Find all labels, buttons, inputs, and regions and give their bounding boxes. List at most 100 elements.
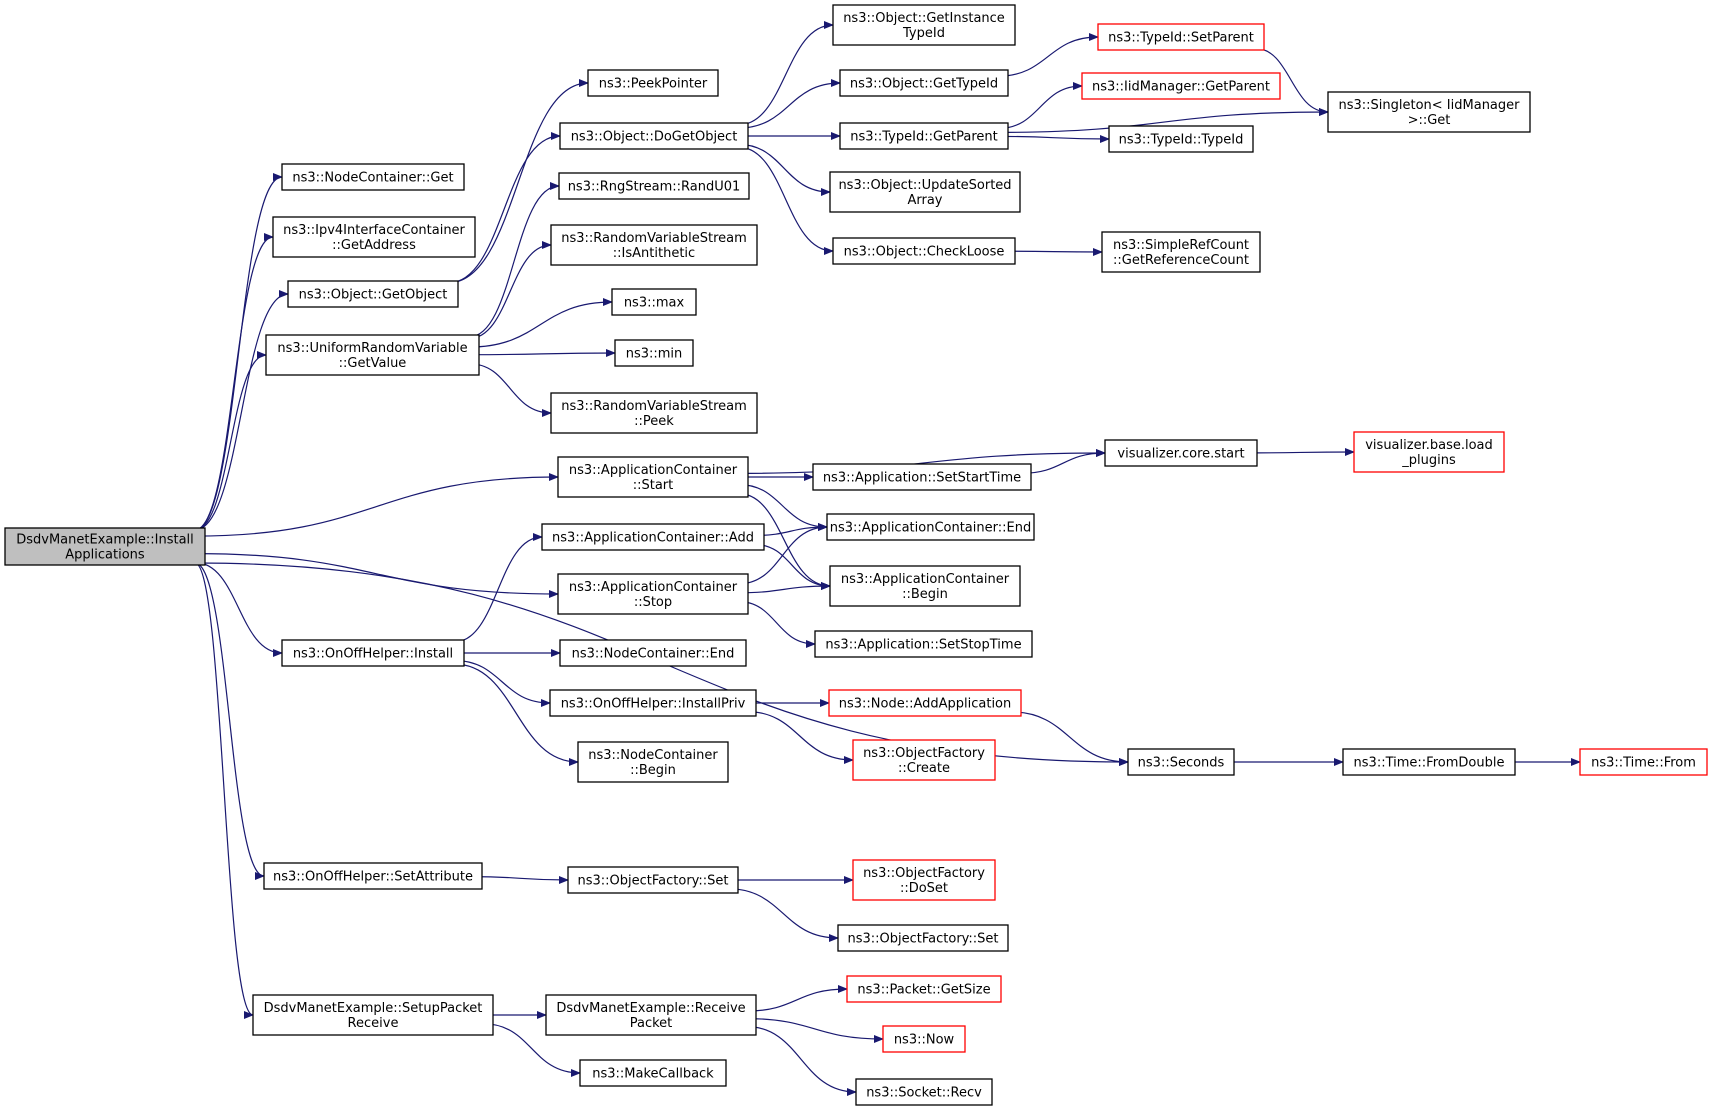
node-checkloose[interactable]: ns3::Object::CheckLoose bbox=[832, 237, 1016, 265]
node-isantithetic[interactable]: ns3::RandomVariableStream::IsAntithetic bbox=[550, 224, 758, 266]
node-box bbox=[550, 392, 758, 434]
node-gettypeid[interactable]: ns3::Object::GetTypeId bbox=[839, 69, 1009, 97]
node-box bbox=[829, 171, 1021, 213]
node-app-setstarttime[interactable]: ns3::Application::SetStartTime bbox=[812, 463, 1032, 491]
edge-dogetobject-to-getinstancetypeid bbox=[737, 21, 834, 126]
node-label-line: ::GetAddress bbox=[332, 238, 416, 253]
edge-receivepacket-to-pkt_getsize bbox=[745, 985, 848, 1012]
node-urv-getvalue[interactable]: ns3::UniformRandomVariable::GetValue bbox=[265, 334, 480, 376]
node-nc-end[interactable]: ns3::NodeContainer::End bbox=[559, 639, 747, 667]
node-box bbox=[828, 689, 1022, 717]
node-label-line: ns3::ApplicationContainer::End bbox=[830, 521, 1031, 536]
node-vis-start[interactable]: visualizer.core.start bbox=[1104, 439, 1258, 467]
node-box bbox=[839, 69, 1009, 97]
node-ac-stop[interactable]: ns3::ApplicationContainer::Stop bbox=[557, 573, 749, 615]
node-box bbox=[263, 862, 483, 890]
node-ipv4-getaddr[interactable]: ns3::Ipv4InterfaceContainer::GetAddress bbox=[272, 216, 476, 258]
node-box bbox=[281, 639, 465, 667]
edge-tid_getparent-to-tid_typeid bbox=[997, 134, 1110, 143]
node-box bbox=[1353, 431, 1505, 473]
node-label-line: ::GetReferenceCount bbox=[1113, 253, 1249, 268]
edge-root-to-urv_getvalue bbox=[194, 351, 267, 531]
node-box bbox=[550, 224, 758, 266]
node-label-line: TypeId bbox=[902, 26, 945, 41]
node-app-setstoptime[interactable]: ns3::Application::SetStopTime bbox=[814, 630, 1033, 658]
node-of-create[interactable]: ns3::ObjectFactory::Create bbox=[852, 739, 996, 781]
node-box bbox=[1081, 72, 1281, 100]
node-iid-getparent[interactable]: ns3::IidManager::GetParent bbox=[1081, 72, 1281, 100]
node-label-line: ns3::SimpleRefCount bbox=[1113, 238, 1249, 253]
node-tid-typeid[interactable]: ns3::TypeId::TypeId bbox=[1108, 125, 1254, 153]
node-onoff-installpriv[interactable]: ns3::OnOffHelper::InstallPriv bbox=[549, 689, 757, 717]
node-ac-start[interactable]: ns3::ApplicationContainer::Start bbox=[557, 456, 749, 498]
node-box bbox=[1097, 23, 1265, 51]
node-label-line: ns3::ObjectFactory bbox=[863, 746, 985, 761]
node-box bbox=[545, 994, 757, 1036]
node-onoff-setattr[interactable]: ns3::OnOffHelper::SetAttribute bbox=[263, 862, 483, 890]
node-randu01[interactable]: ns3::RngStream::RandU01 bbox=[558, 172, 750, 200]
node-label-line: ns3::Object::UpdateSorted bbox=[838, 178, 1011, 193]
node-box bbox=[837, 924, 1009, 952]
node-of-set[interactable]: ns3::ObjectFactory::Set bbox=[567, 866, 739, 894]
node-time-from[interactable]: ns3::Time::From bbox=[1579, 748, 1708, 776]
node-node-addapp[interactable]: ns3::Node::AddApplication bbox=[828, 689, 1022, 717]
edge-tid_getparent-to-iid_getparent bbox=[997, 82, 1083, 130]
node-onoff-install[interactable]: ns3::OnOffHelper::Install bbox=[281, 639, 465, 667]
node-label-line: ns3::Application::SetStopTime bbox=[825, 638, 1021, 653]
node-label-line: visualizer.core.start bbox=[1117, 447, 1244, 462]
node-makecallback[interactable]: ns3::MakeCallback bbox=[579, 1059, 727, 1087]
node-sock-recv[interactable]: ns3::Socket::Recv bbox=[855, 1078, 993, 1106]
node-box bbox=[829, 565, 1021, 607]
node-tid-getparent[interactable]: ns3::TypeId::GetParent bbox=[839, 122, 1009, 150]
node-of-doset[interactable]: ns3::ObjectFactory::DoSet bbox=[852, 859, 996, 901]
edge-tid_setparent-to-singleton_get bbox=[1253, 47, 1329, 116]
node-fromdouble[interactable]: ns3::Time::FromDouble bbox=[1342, 748, 1516, 776]
node-box bbox=[577, 741, 729, 783]
node-max[interactable]: ns3::max bbox=[611, 288, 697, 316]
node-label-line: ns3::Application::SetStartTime bbox=[823, 471, 1021, 486]
node-label-line: ns3::Singleton< IidManager bbox=[1338, 98, 1520, 113]
node-tid-setparent[interactable]: ns3::TypeId::SetParent bbox=[1097, 23, 1265, 51]
node-min[interactable]: ns3::min bbox=[614, 339, 694, 367]
node-box bbox=[1104, 439, 1258, 467]
node-getrefcount[interactable]: ns3::SimpleRefCount::GetReferenceCount bbox=[1101, 231, 1261, 273]
node-ac-end[interactable]: ns3::ApplicationContainer::End bbox=[826, 513, 1035, 541]
node-label-line: ns3::IidManager::GetParent bbox=[1092, 80, 1270, 95]
edge-ac_add-to-ac_begin bbox=[753, 543, 831, 590]
node-label-line: ns3::TypeId::GetParent bbox=[850, 130, 998, 145]
node-peekpointer[interactable]: ns3::PeekPointer bbox=[587, 69, 719, 97]
node-label-line: ns3::Ipv4InterfaceContainer bbox=[283, 223, 465, 238]
node-box bbox=[559, 639, 747, 667]
node-label-line: ns3::ApplicationContainer bbox=[569, 463, 738, 478]
node-singleton-get[interactable]: ns3::Singleton< IidManager>::Get bbox=[1327, 91, 1531, 133]
node-pkt-getsize[interactable]: ns3::Packet::GetSize bbox=[846, 975, 1002, 1003]
node-ac-add[interactable]: ns3::ApplicationContainer::Add bbox=[541, 523, 765, 551]
node-box bbox=[852, 859, 996, 901]
node-rvs-peek[interactable]: ns3::RandomVariableStream::Peek bbox=[550, 392, 758, 434]
node-nc-get[interactable]: ns3::NodeContainer::Get bbox=[281, 163, 465, 191]
node-dogetobject[interactable]: ns3::Object::DoGetObject bbox=[559, 122, 749, 150]
node-ac-begin[interactable]: ns3::ApplicationContainer::Begin bbox=[829, 565, 1021, 607]
edge-ac_stop-to-ac_begin bbox=[737, 582, 831, 594]
node-of-set2[interactable]: ns3::ObjectFactory::Set bbox=[837, 924, 1009, 952]
node-label-line: ns3::Object::GetInstance bbox=[843, 11, 1005, 26]
node-seconds[interactable]: ns3::Seconds bbox=[1127, 748, 1235, 776]
node-label-line: DsdvManetExample::Receive bbox=[556, 1001, 745, 1016]
node-vis-loadplugins[interactable]: visualizer.base.load_plugins bbox=[1353, 431, 1505, 473]
node-label-line: ns3::OnOffHelper::SetAttribute bbox=[273, 870, 473, 885]
node-label-line: visualizer.base.load bbox=[1365, 438, 1493, 453]
node-nc-begin[interactable]: ns3::NodeContainer::Begin bbox=[577, 741, 729, 783]
node-now[interactable]: ns3::Now bbox=[882, 1025, 966, 1053]
edge-urv_getvalue-to-rvs_peek bbox=[468, 363, 552, 417]
node-box bbox=[852, 739, 996, 781]
node-obj-getobject[interactable]: ns3::Object::GetObject bbox=[287, 280, 459, 308]
node-box bbox=[287, 280, 459, 308]
edge-urv_getvalue-to-randu01 bbox=[468, 182, 560, 338]
node-box bbox=[4, 527, 206, 566]
